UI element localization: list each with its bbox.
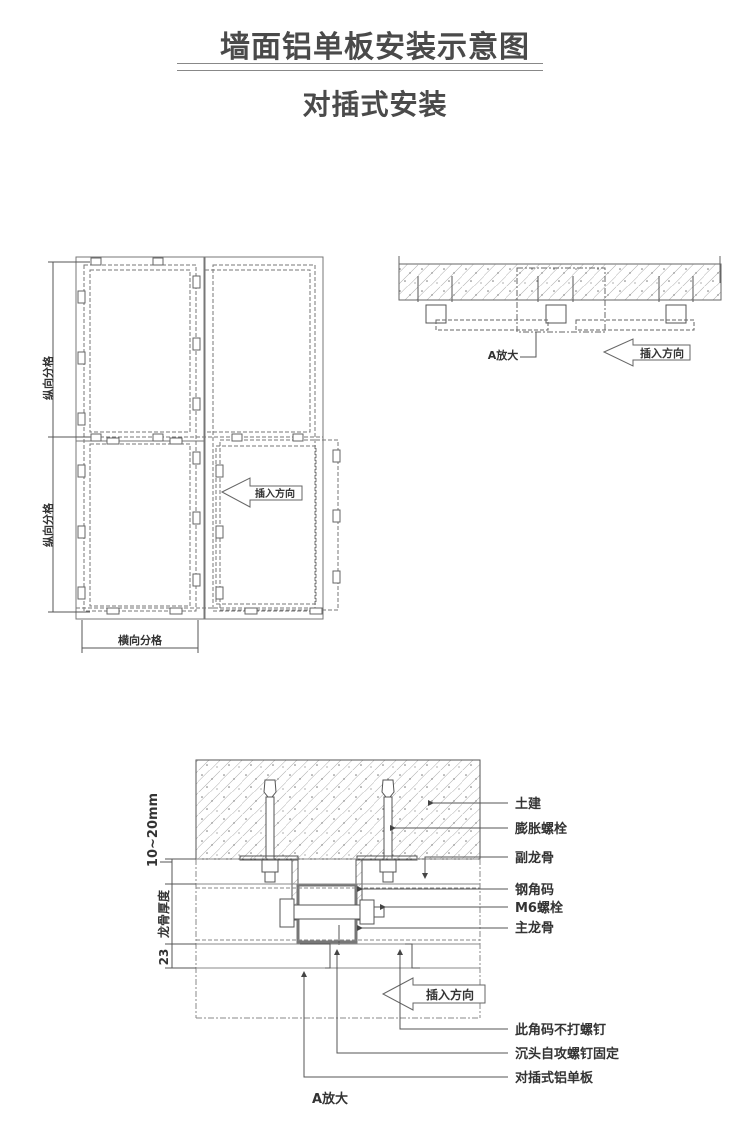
elevation-view bbox=[48, 256, 341, 653]
horizontal-grid-label: 横向分格 bbox=[118, 633, 163, 647]
panel-dimension-label: 23 bbox=[157, 949, 171, 966]
title-divider-top bbox=[177, 63, 543, 64]
callout-expansion-bolt: 膨胀螺栓 bbox=[514, 821, 567, 837]
vertical-grid-label-top: 纵向分格 bbox=[41, 355, 55, 400]
plan-detail-ref-label: A放大 bbox=[488, 348, 519, 362]
plan-insert-direction-label: 插入方向 bbox=[640, 346, 684, 360]
detail-insert-direction-label: 插入方向 bbox=[426, 987, 474, 1002]
callout-steel-angle: 钢角码 bbox=[515, 882, 554, 898]
page-subtitle: 对插式安装 bbox=[302, 88, 448, 121]
keel-thickness-label: 龙骨厚度 bbox=[156, 889, 171, 938]
gap-dimension-label: 10~20mm bbox=[146, 793, 161, 867]
elevation-insert-direction-label: 插入方向 bbox=[255, 487, 295, 500]
plan-view bbox=[398, 256, 722, 367]
title-divider-bottom bbox=[177, 70, 543, 71]
callout-no-screw-angle: 此角码不打螺钉 bbox=[515, 1022, 606, 1038]
callout-civil-structure: 土建 bbox=[515, 796, 541, 812]
callout-secondary-keel: 副龙骨 bbox=[515, 850, 554, 866]
callout-countersunk-screw: 沉头自攻螺钉固定 bbox=[515, 1046, 619, 1062]
detail-ref-label: A放大 bbox=[312, 1091, 348, 1107]
callout-m6-bolt: M6螺栓 bbox=[515, 900, 563, 916]
callout-plug-in-panel: 对插式铝单板 bbox=[515, 1070, 594, 1086]
detail-view bbox=[160, 759, 508, 1078]
vertical-grid-label-bottom: 纵向分格 bbox=[41, 502, 55, 547]
page-title: 墙面铝单板安装示意图 bbox=[220, 30, 530, 65]
callout-main-keel: 主龙骨 bbox=[515, 920, 554, 936]
